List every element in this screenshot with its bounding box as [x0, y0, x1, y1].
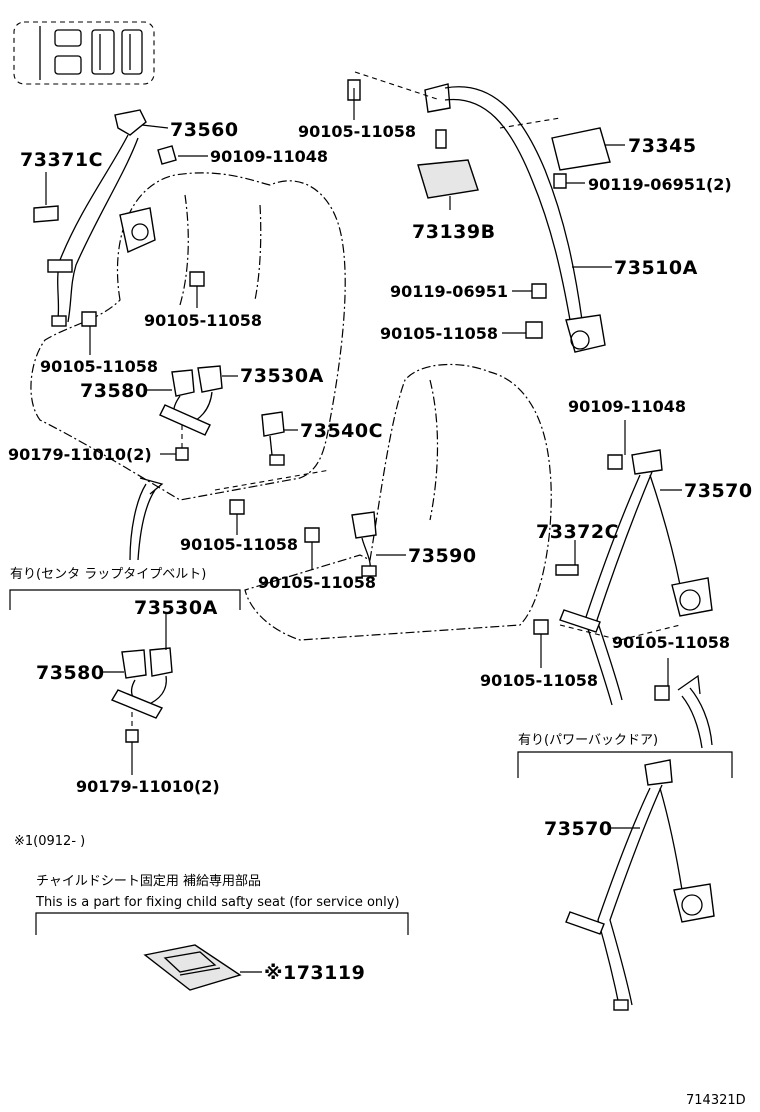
label-90105-11058-rear-right: 90105-11058: [612, 633, 730, 652]
front-buckle-pair: [159, 365, 223, 461]
label-90109-11048-rear: 90109-11048: [568, 397, 686, 416]
side-buckle: [261, 411, 285, 466]
label-73570-inset: 73570: [544, 818, 613, 840]
label-90105-11058-rear-center: 90105-11058: [258, 573, 376, 592]
note-center-lap-belt: 有り(センタ ラップタイプベルト): [10, 567, 206, 582]
label-90105-11058-top: 90105-11058: [298, 122, 416, 141]
front-seat-outline: [30, 172, 346, 501]
label-73372C: 73372C: [536, 521, 619, 543]
label-90119-06951: 90119-06951: [390, 282, 508, 301]
label-73371C: 73371C: [20, 149, 103, 171]
label-90179-11010-front: 90179-11010(2): [8, 445, 152, 464]
note-child-seat-en: This is a part for fixing child safty se…: [35, 895, 400, 910]
direction-arrow-right: [689, 687, 713, 746]
label-73510A: 73510A: [614, 257, 698, 279]
label-73119: ※173119: [264, 962, 365, 984]
vehicle-location-icon: [13, 21, 155, 85]
center-lap-belt-inset: [9, 589, 241, 743]
label-73560: 73560: [170, 119, 239, 141]
note-power-back-door: 有り(パワーバックドア): [518, 733, 658, 748]
label-90105-11058-front-left: 90105-11058: [40, 357, 158, 376]
rear-center-buckle: [304, 511, 377, 577]
label-73580-inset: 73580: [36, 662, 105, 684]
label-90105-11058-front-seat: 90105-11058: [144, 311, 262, 330]
child-seat-part-inset: [35, 912, 409, 991]
label-73530A-inset: 73530A: [134, 597, 218, 619]
label-73590: 73590: [408, 545, 477, 567]
label-90179-11010-inset: 90179-11010(2): [76, 777, 220, 796]
rear-seat-outline: [244, 363, 552, 641]
label-90105-11058-rear-upper: 90105-11058: [380, 324, 498, 343]
rear-shoulder-belt: [347, 71, 611, 353]
label-73540C: 73540C: [300, 420, 383, 442]
label-90105-11058-rear-lower: 90105-11058: [480, 671, 598, 690]
note-child-seat-jp: チャイルドシート固定用 補給専用部品: [36, 874, 261, 889]
label-73530A-front: 73530A: [240, 365, 324, 387]
power-back-door-inset: [517, 751, 733, 1011]
footnote-1: ※1(0912- ): [14, 834, 85, 849]
leader-lines: [45, 88, 682, 973]
label-73570-rear: 73570: [684, 480, 753, 502]
direction-arrow-left: [137, 489, 156, 561]
front-belt-assembly: [33, 109, 205, 327]
label-73139B: 73139B: [412, 221, 496, 243]
diagram-ref-code: 714321D: [686, 1093, 746, 1108]
label-73580-front: 73580: [80, 380, 149, 402]
rear-right-belt: [533, 449, 713, 706]
bolt-front-floor: [229, 499, 245, 515]
label-90109-11048-front: 90109-11048: [210, 147, 328, 166]
label-90119-06951-2: 90119-06951(2): [588, 175, 732, 194]
label-90105-11058-floor: 90105-11058: [180, 535, 298, 554]
label-73345: 73345: [628, 135, 697, 157]
